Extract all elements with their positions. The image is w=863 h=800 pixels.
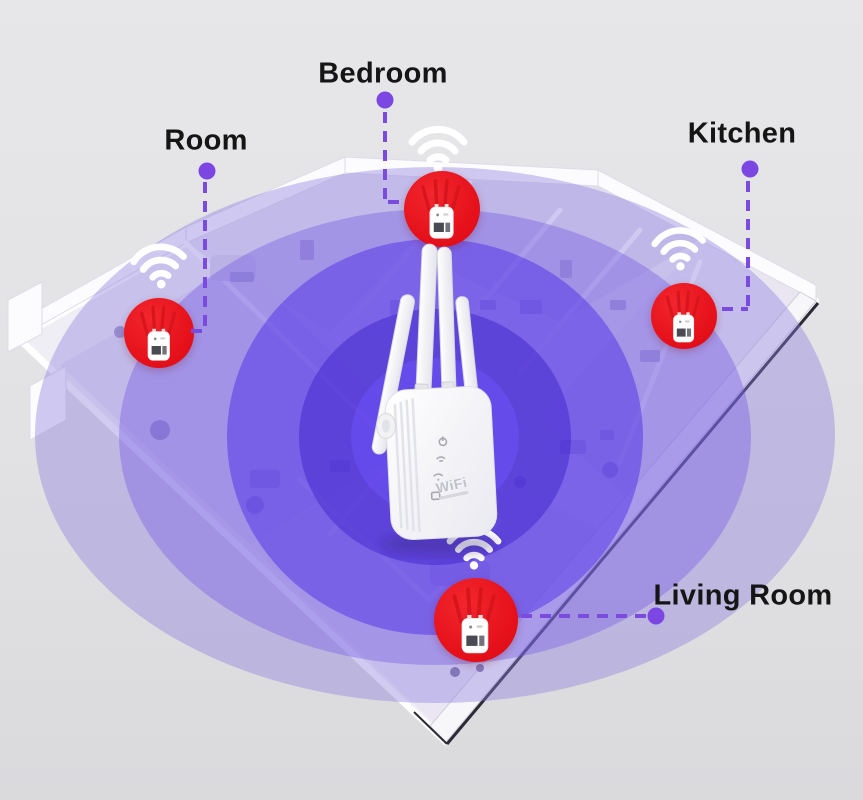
wifi-signal-icon-room [130, 243, 187, 289]
callout-dot-bedroom [376, 91, 394, 109]
mini-repeater-icon [139, 305, 176, 361]
wifi-icon [433, 473, 444, 481]
callout-dot-room [198, 162, 216, 180]
repeater-badge-kitchen [651, 283, 717, 349]
callout-line-living-room [521, 614, 647, 618]
callout-dot-kitchen [741, 160, 759, 178]
wifi-signal-icon-bedroom [408, 125, 468, 173]
callout-line-kitchen-h [722, 307, 748, 311]
label-living-room: Living Room [653, 579, 833, 612]
repeater-badge-living-room [434, 578, 518, 662]
mini-repeater-icon [420, 179, 461, 239]
callout-line-bedroom-h [388, 200, 401, 204]
wifi-signal-icon-kitchen [651, 227, 707, 271]
wps-icon [436, 456, 446, 463]
repeater-badge-room [124, 298, 194, 368]
mini-repeater-icon [665, 290, 700, 343]
callout-line-bedroom [383, 112, 387, 202]
label-bedroom: Bedroom [318, 57, 448, 90]
repeater-badge-bedroom [404, 171, 480, 247]
mini-repeater-icon [452, 587, 496, 654]
label-kitchen: Kitchen [687, 117, 797, 150]
power-icon [438, 436, 448, 447]
wifi-repeater-device [371, 243, 498, 555]
callout-dot-living-room [647, 607, 665, 625]
callout-line-room-h [191, 329, 204, 333]
label-room: Room [164, 124, 248, 157]
callout-line-kitchen [746, 181, 750, 307]
callout-line-room [203, 182, 207, 328]
